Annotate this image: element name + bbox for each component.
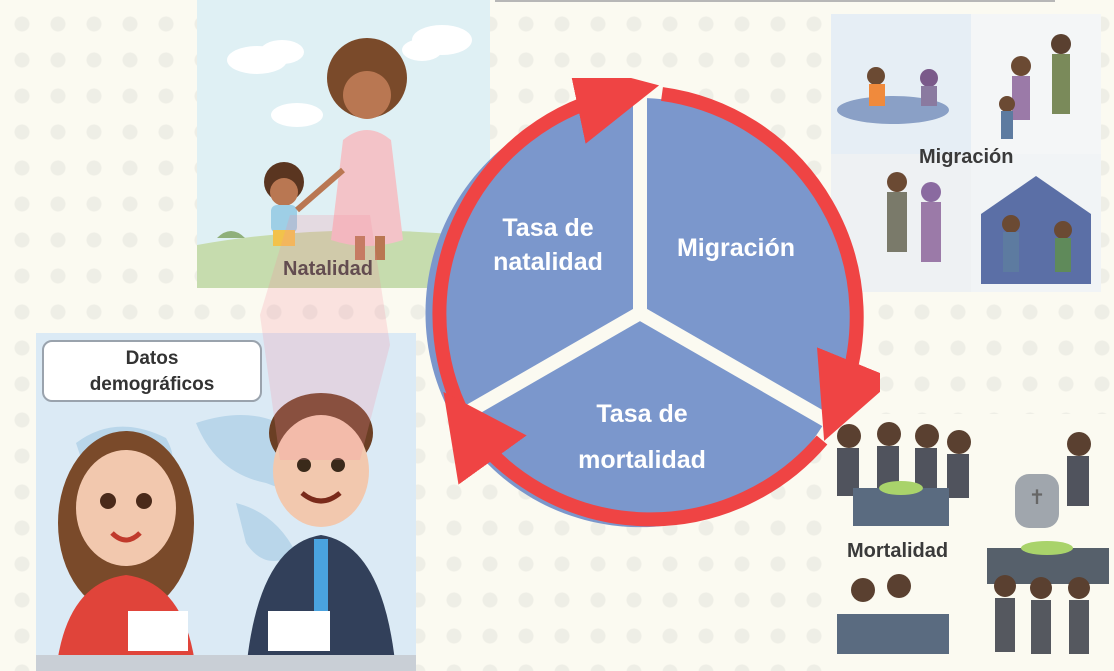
- cycle-diagram: Tasa de natalidad Migración Tasa de mort…: [425, 78, 880, 528]
- natalidad-label: Natalidad: [283, 258, 374, 280]
- arrow-right: [661, 87, 880, 441]
- mortalidad-label: Mortalidad: [847, 540, 949, 562]
- highlight-overlay: [260, 215, 390, 460]
- migracion-label: Migración: [919, 146, 1014, 168]
- label-tasa-mortalidad-1: Tasa de: [596, 400, 687, 428]
- arrow-bottom: [443, 391, 828, 527]
- label-tasa-natalidad-1: Tasa de: [502, 214, 593, 242]
- datos-line2: demográficos: [89, 374, 215, 395]
- migracion-illustration: Migración: [831, 14, 1101, 292]
- news-anchors-illustration: [36, 333, 416, 671]
- datos-line1: Datos: [125, 348, 179, 369]
- natalidad-illustration: Natalidad: [197, 0, 490, 288]
- label-migracion: Migración: [677, 234, 795, 262]
- label-tasa-natalidad-2: natalidad: [493, 248, 603, 276]
- arrow-top: [432, 78, 660, 438]
- mortalidad-illustration: ✝ Mortalidad: [827, 414, 1114, 671]
- top-rule: [495, 0, 1055, 2]
- datos-demograficos-box: Datos demográficos: [42, 340, 262, 402]
- cycle-arrows: [432, 78, 880, 527]
- svg-text:✝: ✝: [1029, 485, 1046, 509]
- label-tasa-mortalidad-2: mortalidad: [578, 446, 706, 474]
